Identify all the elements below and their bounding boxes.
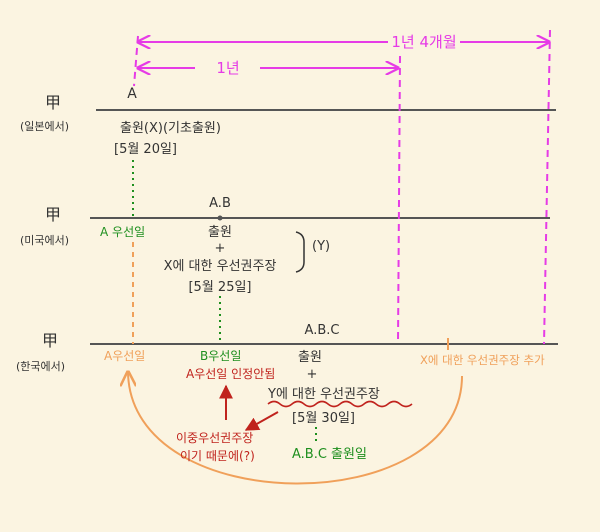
row3-filing-date-label: A.B.C 출원일: [292, 447, 367, 462]
span-short-label: 1년: [216, 59, 239, 77]
reason-line1: 이중우선권주장: [176, 431, 253, 445]
row2-bracket: [295, 231, 305, 273]
row3-country: 甲: [42, 331, 58, 350]
row3-a-priority: A우선일: [104, 349, 145, 363]
row1-region: (일본에서): [20, 119, 69, 133]
row3-b-note: A우선일 인정안됨: [186, 367, 275, 381]
row2-date: [5월 25일]: [188, 280, 251, 295]
deadline-1year: [133, 35, 139, 87]
row3-b-priority: B우선일: [200, 349, 241, 363]
row3-point-label: A.B.C: [305, 323, 340, 338]
row1-filing-label: 출원(X)(기초출원): [120, 121, 221, 136]
row3-region: (한국에서): [16, 360, 65, 373]
row1-date: [5월 20일]: [114, 142, 177, 157]
row3-filing: 출원: [298, 350, 322, 365]
row3-added-claim: X에 대한 우선권주장 추가: [420, 353, 545, 367]
row3-date: [5월 30일]: [292, 411, 355, 426]
row2-point-dot: [217, 215, 223, 221]
reason-line2: 이기 때문에(?): [180, 449, 255, 463]
span-long-label: 1년 4개월: [391, 33, 456, 51]
row2-claim: X에 대한 우선권주장: [164, 259, 277, 274]
orange-return-arc: [128, 372, 463, 485]
row2-point-label: A.B: [209, 196, 231, 211]
row2-region: (미국에서): [20, 234, 69, 247]
row2-plus: +: [215, 241, 226, 256]
row2-filing: 출원: [208, 225, 232, 240]
row2-bracket-label: (Y): [312, 239, 330, 254]
row3-claim-underline: [267, 400, 413, 408]
row2-country: 甲: [45, 205, 61, 224]
row1-point-label: A: [127, 86, 137, 102]
row1-country: 甲: [45, 93, 61, 112]
deadline-16months-line: [543, 29, 551, 345]
row3-claim: Y에 대한 우선권주장: [267, 387, 380, 402]
red-arrow-left: [244, 411, 279, 431]
row3-plus: +: [307, 367, 318, 382]
row2-priority-label: A 우선일: [100, 225, 145, 239]
deadline-1year-line: [397, 55, 401, 345]
